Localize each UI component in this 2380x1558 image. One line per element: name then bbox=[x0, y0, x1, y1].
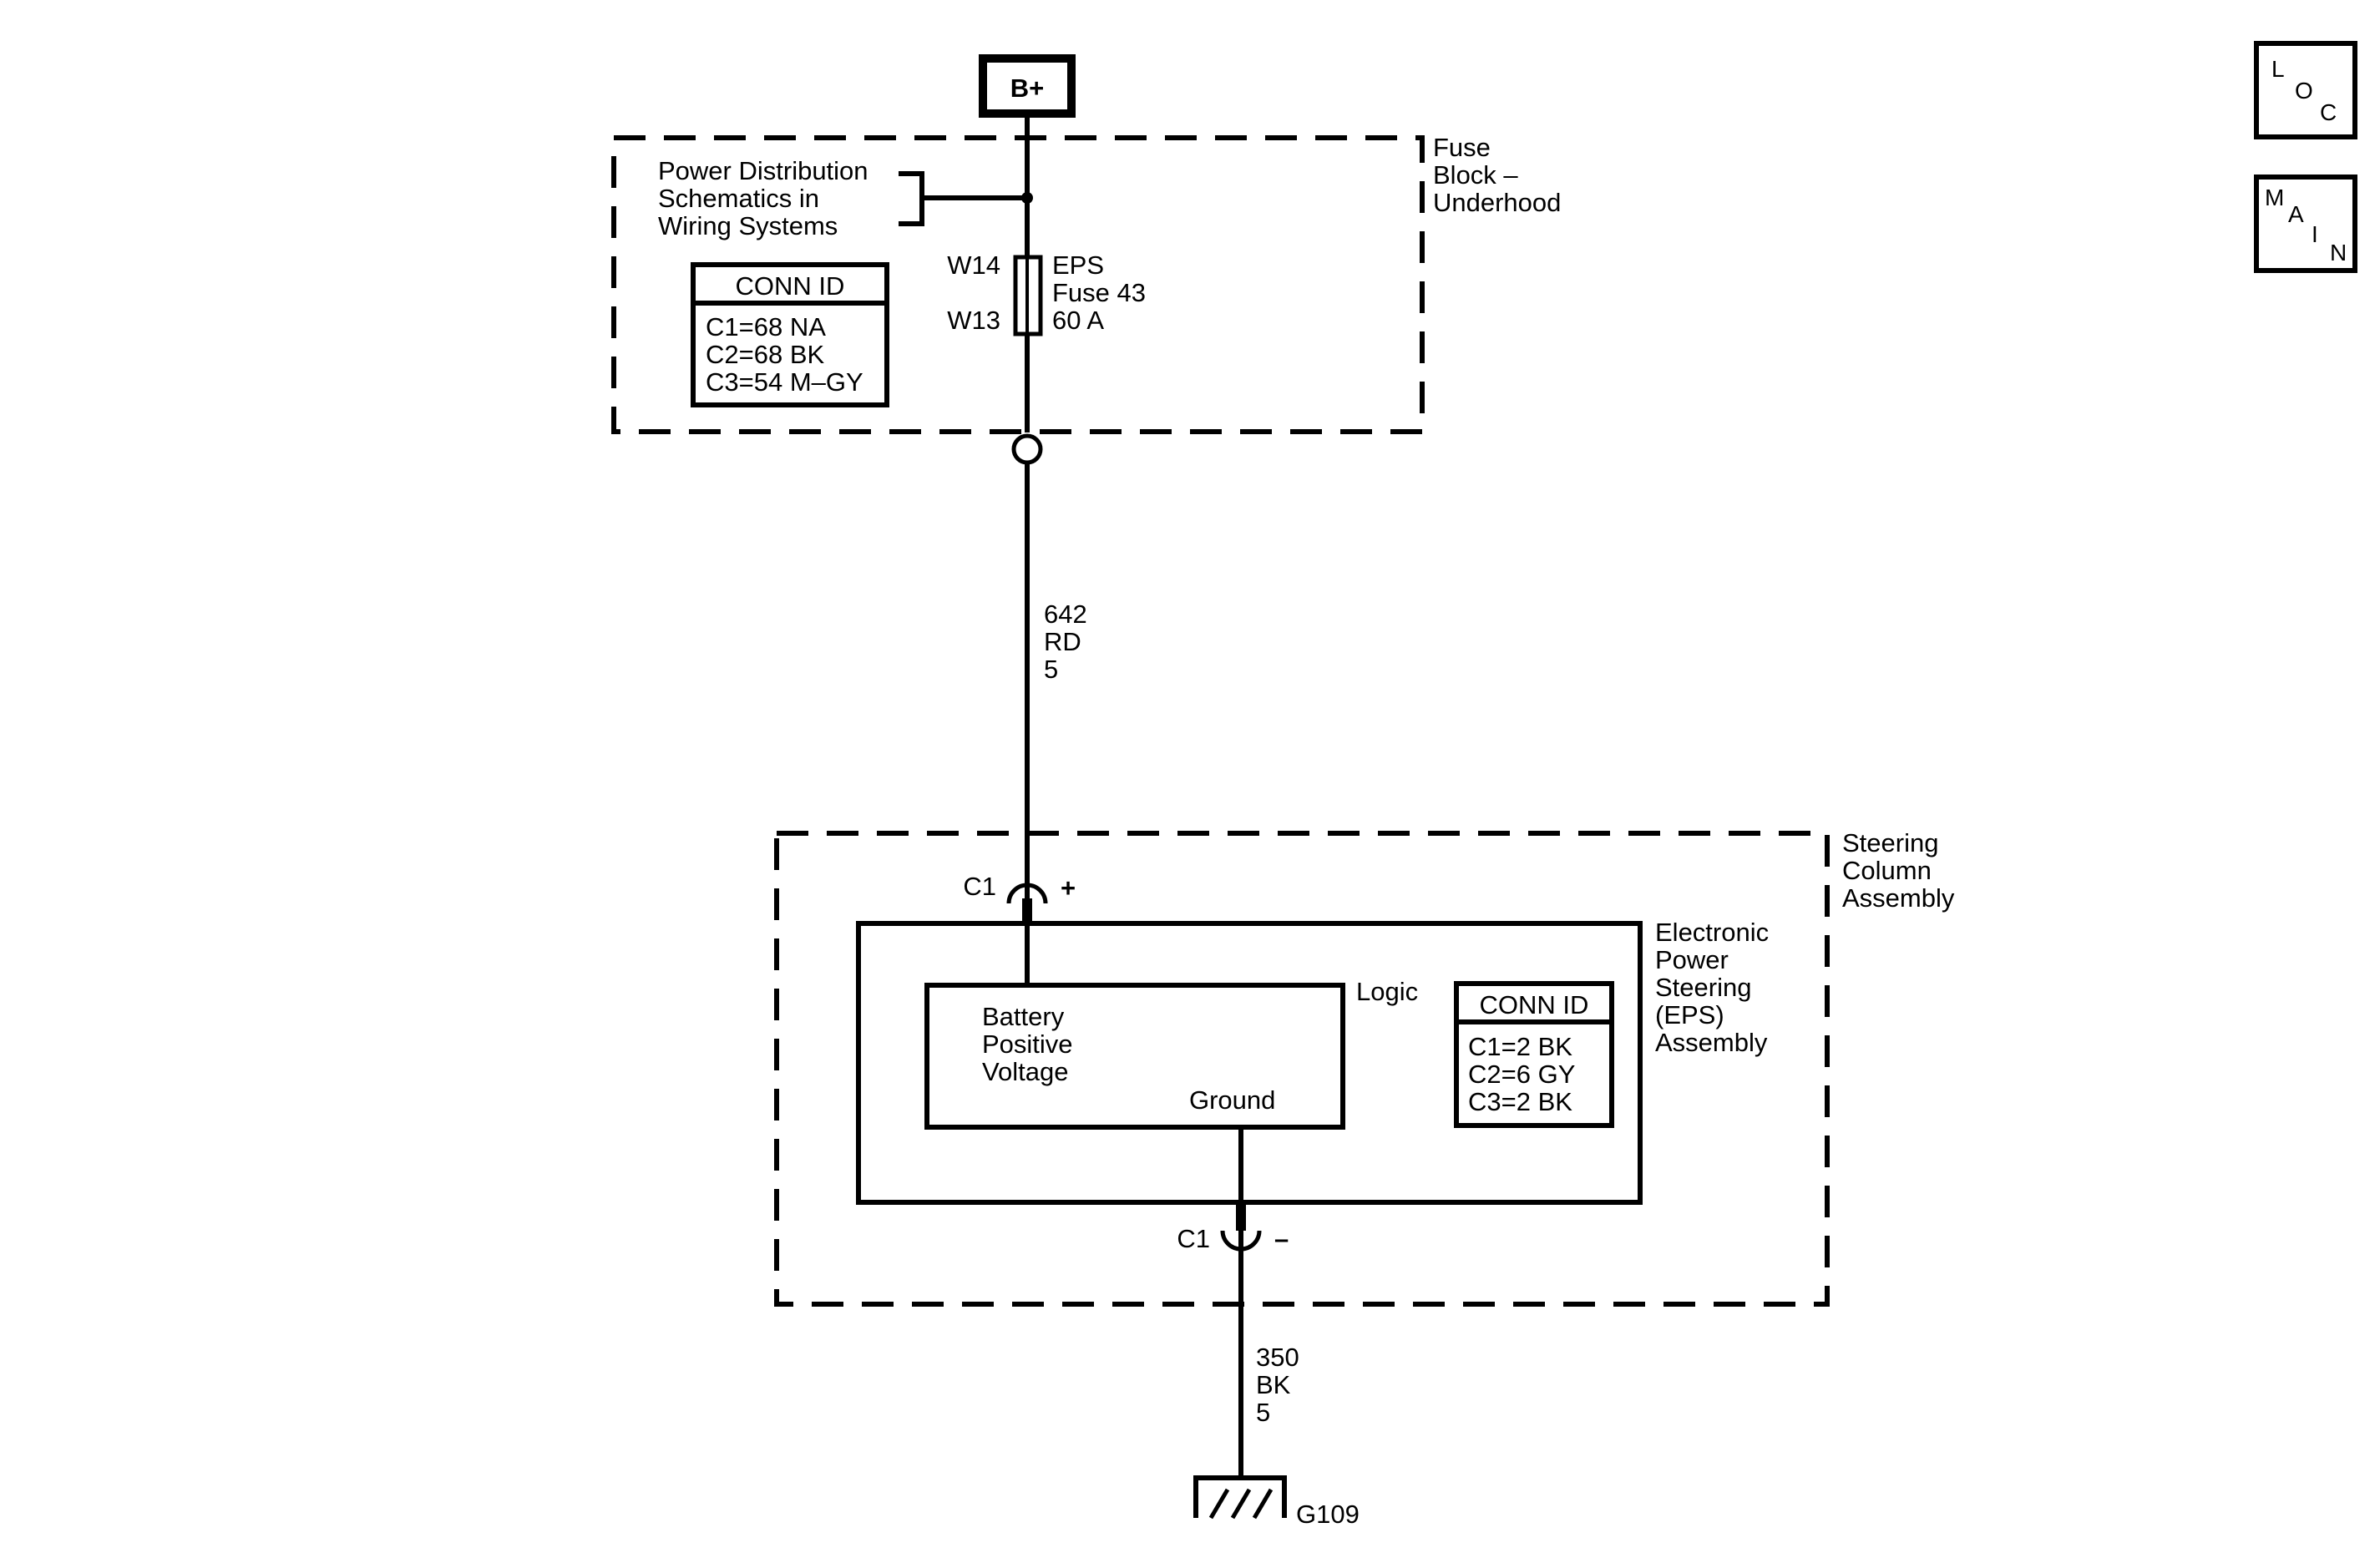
main-button[interactable]: M A I N bbox=[2254, 175, 2357, 273]
conn-id-row: C2=6 GY bbox=[1468, 1060, 1575, 1089]
svg-text:L: L bbox=[2271, 56, 2285, 82]
connector-c1-negative: C1 – bbox=[1177, 1202, 1289, 1253]
svg-text:O: O bbox=[2295, 78, 2313, 104]
eps-assembly-name: Electronic Power Steering (EPS) Assembly bbox=[1655, 918, 1776, 1057]
b-plus-label: B+ bbox=[1010, 73, 1045, 103]
conn-id-title: CONN ID bbox=[736, 271, 845, 301]
connector-label: C1 bbox=[963, 872, 996, 901]
conn-id-row: C3=2 BK bbox=[1468, 1087, 1572, 1116]
reference-bracket bbox=[899, 171, 924, 226]
steering-column-assembly-outline bbox=[774, 831, 1830, 1307]
fuse-block-underhood-outline bbox=[611, 135, 1425, 434]
svg-text:N: N bbox=[2330, 240, 2347, 266]
battery-positive-voltage-label: Battery Positive Voltage bbox=[982, 1002, 1080, 1086]
svg-text:C: C bbox=[2320, 99, 2337, 125]
fuse-block-conn-id-table: CONN ID C1=68 NA C2=68 BK C3=54 M–GY bbox=[691, 262, 889, 407]
polarity-plus: + bbox=[1061, 873, 1076, 903]
ground-label: G109 bbox=[1296, 1500, 1360, 1529]
logic-label: Logic bbox=[1356, 977, 1418, 1006]
ground-g109-symbol: G109 bbox=[1193, 1475, 1360, 1529]
ground-terminal-label: Ground bbox=[1189, 1085, 1275, 1115]
loc-button[interactable]: L O C bbox=[2254, 41, 2357, 139]
fuse-terminal-w14: W14 bbox=[947, 250, 1000, 280]
conn-id-row: C1=2 BK bbox=[1468, 1032, 1572, 1061]
eps-fuse-43: W14 W13 EPS Fuse 43 60 A bbox=[947, 250, 1153, 336]
fuse-block-terminal bbox=[1011, 433, 1043, 465]
splice-dot bbox=[1021, 192, 1033, 204]
fuse-label: EPS Fuse 43 60 A bbox=[1052, 250, 1153, 335]
polarity-minus: – bbox=[1274, 1224, 1289, 1253]
wire-642-label: 642 RD 5 bbox=[1044, 599, 1094, 684]
eps-conn-id-table: CONN ID C1=2 BK C2=6 GY C3=2 BK bbox=[1454, 981, 1614, 1128]
svg-text:A: A bbox=[2288, 201, 2304, 227]
power-distribution-reference: Power Distribution Schematics in Wiring … bbox=[658, 156, 1033, 240]
wire-350-label: 350 BK 5 bbox=[1256, 1343, 1306, 1427]
power-distribution-text: Power Distribution Schematics in Wiring … bbox=[658, 156, 875, 240]
conn-id-row: C2=68 BK bbox=[706, 340, 825, 369]
conn-id-title: CONN ID bbox=[1480, 990, 1589, 1019]
svg-text:M: M bbox=[2265, 185, 2284, 210]
conn-id-row: C3=54 M–GY bbox=[706, 367, 863, 397]
steering-column-name: Steering Column Assembly bbox=[1842, 828, 1955, 913]
logic-module: Logic Battery Positive Voltage Ground bbox=[924, 977, 1418, 1130]
fuse-block-name: Fuse Block – Underhood bbox=[1433, 133, 1561, 217]
connector-label: C1 bbox=[1177, 1224, 1210, 1253]
connector-c1-positive: C1 + bbox=[963, 872, 1076, 923]
b-plus-power-source: B+ bbox=[979, 54, 1076, 118]
conn-id-row: C1=68 NA bbox=[706, 312, 826, 341]
fuse-terminal-w13: W13 bbox=[947, 306, 1000, 335]
svg-text:I: I bbox=[2312, 221, 2318, 247]
